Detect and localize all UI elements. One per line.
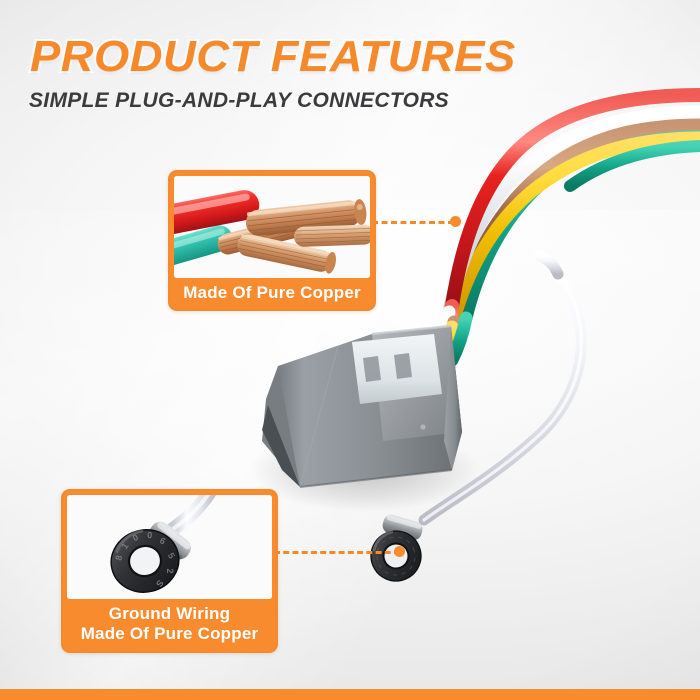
callout-ground-label: Ground Wiring Made Of Pure Copper <box>63 599 276 651</box>
leader-line-copper <box>372 221 454 224</box>
ground-lead <box>418 266 587 526</box>
callout-copper-label: Made Of Pure Copper <box>183 283 361 302</box>
gray-plug-connector <box>262 324 462 488</box>
svg-text:0: 0 <box>147 530 152 540</box>
callout-ground-label-line2: Made Of Pure Copper <box>80 624 259 643</box>
callout-ground-label-line1: Ground Wiring <box>108 604 231 623</box>
wire-bundle-into-connector <box>432 299 473 369</box>
page-subtitle: SIMPLE PLUG-AND-PLAY CONNECTORS <box>29 89 449 112</box>
wire-bundle <box>442 88 700 334</box>
leader-endpoint-copper <box>450 216 461 227</box>
callout-ground-wiring: 8 1 0 0 6 5 2 S Grou <box>61 489 278 653</box>
leader-line-ground <box>274 551 400 554</box>
svg-text:2: 2 <box>165 568 175 573</box>
bottom-accent-bar <box>0 689 700 700</box>
callout-copper-photo <box>174 176 370 278</box>
page-title: PRODUCT FEATURES <box>28 31 517 83</box>
ring-terminal <box>370 514 423 582</box>
callout-ground-photo: 8 1 0 0 6 5 2 S <box>67 495 272 599</box>
callout-made-of-pure-copper: Made Of Pure Copper <box>168 170 376 311</box>
leader-endpoint-ground <box>394 546 405 557</box>
